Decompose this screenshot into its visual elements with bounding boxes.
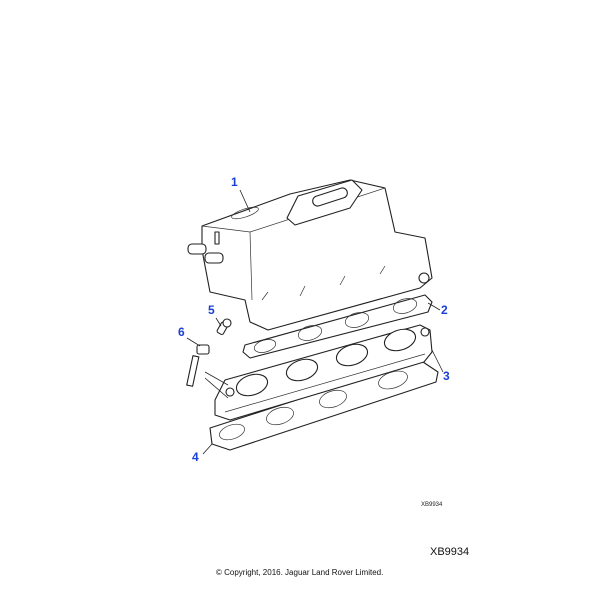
callout-6[interactable]: 6 [178,325,185,339]
callout-2[interactable]: 2 [441,303,448,317]
callout-5[interactable]: 5 [208,303,215,317]
part-1-upper-manifold [187,179,433,331]
leader-2 [427,302,441,311]
leader-5 [215,317,222,327]
callout-3[interactable]: 3 [443,369,450,383]
copyright-notice: © Copyright, 2016. Jaguar Land Rover Lim… [216,568,384,577]
callout-4[interactable]: 4 [192,450,199,464]
illustration-ref: XB9934 [430,546,470,558]
part-6-bolt [186,344,210,387]
part-3-lower-manifold [214,324,433,421]
leader-3 [431,349,444,373]
part-5-bolt [216,318,232,336]
part-2-gasket [242,294,433,359]
leader-4 [202,443,213,455]
leader-1 [239,189,251,213]
callout-1[interactable]: 1 [231,175,238,189]
illustration-ref-small: XB9934 [421,502,443,508]
leader-6 [186,337,229,399]
